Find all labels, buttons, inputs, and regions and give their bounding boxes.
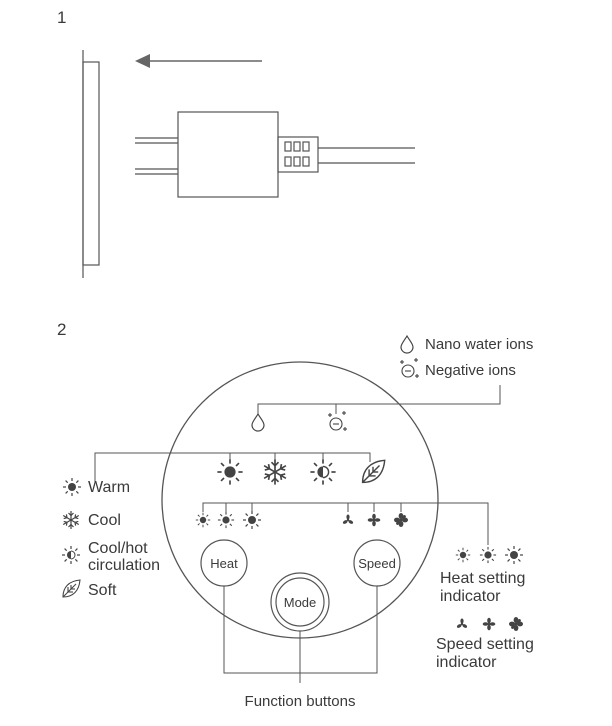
soft-icon (62, 579, 81, 598)
panel-heat-level-1-icon (195, 512, 211, 528)
negative-ions-label: Negative ions (425, 362, 516, 379)
negative-ion-icon (399, 357, 420, 379)
step-2-number: 2 (57, 320, 66, 339)
heat-indicator-1-icon (455, 547, 471, 563)
speed-button-label: Speed (358, 556, 396, 571)
water-drop-icon (400, 335, 414, 354)
heat-indicator-2-icon (479, 546, 497, 564)
panel-speed-level-1-icon (342, 514, 354, 525)
speed-indicator-1-icon (456, 618, 468, 629)
heat-button-label: Heat (210, 556, 238, 571)
panel-speed-level-3-icon (394, 513, 408, 527)
mode-button[interactable]: Mode (270, 572, 330, 632)
connector-module (135, 111, 415, 198)
panel-negative-ion-icon (327, 410, 348, 432)
leader-lines (94, 385, 501, 683)
speed-setting-label-line2: indicator (436, 654, 497, 671)
mode-button-label: Mode (284, 595, 317, 610)
circulation-label-line1: Cool/hot (88, 540, 148, 557)
panel-circulation-icon (309, 458, 337, 486)
function-buttons-label: Function buttons (245, 693, 356, 710)
heat-indicator-3-icon (504, 545, 524, 565)
heat-setting-label-line1: Heat setting (440, 570, 525, 587)
circulation-icon (61, 545, 81, 565)
cool-icon (62, 510, 80, 530)
warm-icon (62, 477, 82, 497)
panel-nano-ion-icon (251, 413, 265, 432)
heat-setting-label-line2: indicator (440, 588, 501, 605)
step-1-number: 1 (57, 8, 66, 27)
panel-cool-icon (263, 458, 287, 486)
panel-speed-level-2-icon (367, 513, 381, 527)
wall-panel (82, 61, 100, 266)
speed-button[interactable]: Speed (353, 539, 401, 587)
speed-indicator-2-icon (482, 617, 496, 631)
panel-heat-level-2-icon (217, 511, 235, 529)
arrow-left-icon (135, 54, 262, 68)
speed-setting-label-line1: Speed setting (436, 636, 534, 653)
warm-label: Warm (88, 479, 130, 496)
panel-soft-icon (361, 459, 386, 484)
nano-water-ions-label: Nano water ions (425, 336, 533, 353)
cool-label: Cool (88, 512, 121, 529)
heat-button[interactable]: Heat (200, 539, 248, 587)
panel-warm-icon (216, 458, 244, 486)
panel-heat-level-3-icon (242, 510, 262, 530)
soft-label: Soft (88, 582, 117, 599)
control-panel (161, 361, 439, 639)
circulation-label-line2: circulation (88, 557, 160, 574)
speed-indicator-3-icon (509, 617, 523, 631)
